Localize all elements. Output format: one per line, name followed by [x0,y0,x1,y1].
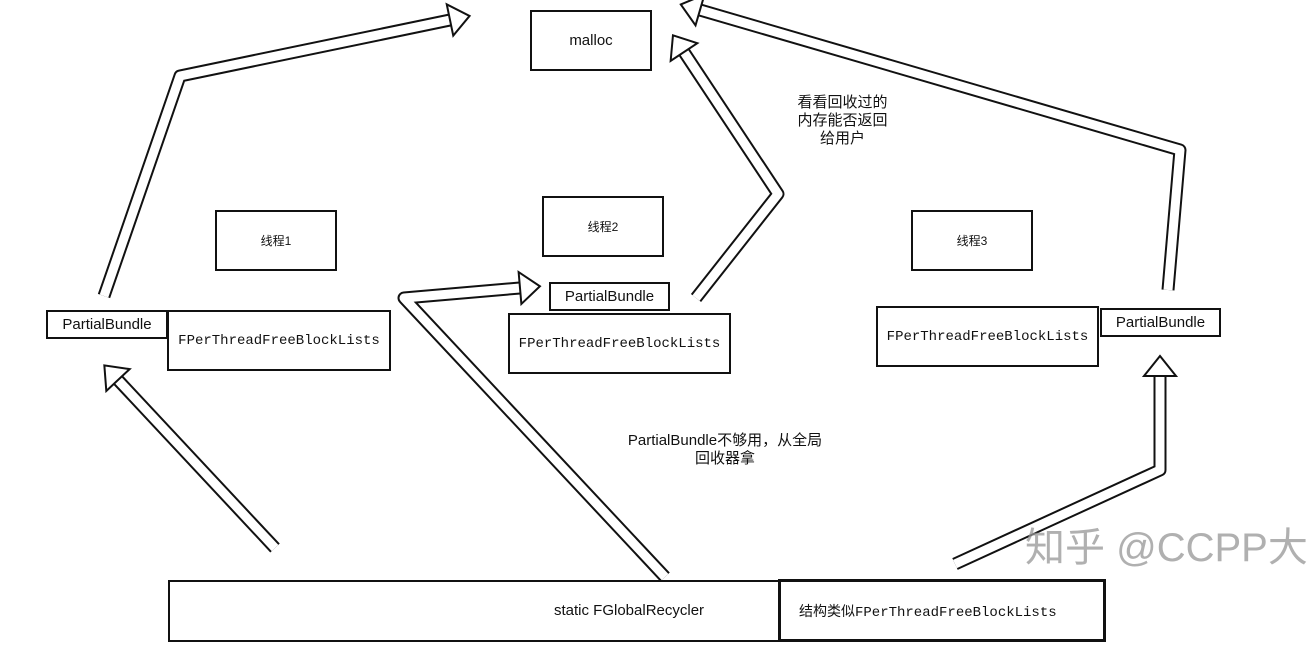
arrow-global-to-bundle1 [103,364,280,553]
arrow-bundle2-to-malloc [669,33,785,303]
partial-bundle-1: PartialBundle [46,310,168,339]
thread3-box: 线程3 [911,210,1033,271]
annotation-line: PartialBundle不够用，从全局 [627,432,823,449]
arrow-global-to-bundle2 [397,270,670,582]
annotation-line: 看看回收过的 [797,94,888,111]
arrowhead [517,270,542,307]
watermark: 知乎 @CCPP大仙 [1025,526,1309,570]
annotation-line: 给用户 [819,130,865,147]
arrowhead [103,364,132,394]
arrowhead [1141,354,1179,377]
global-structure-label: 结构类似FPerThreadFreeBlockLists [799,604,1057,621]
thread2-box: 线程2 [542,196,664,257]
partial-bundle-3: PartialBundle [1100,308,1221,337]
arrow-bundle1-to-malloc [97,2,472,299]
arrowhead [669,33,700,63]
global-recycler-label: static FGlobalRecycler [554,602,705,619]
free-lists-3: FPerThreadFreeBlockLists [876,306,1099,367]
free-lists-1: FPerThreadFreeBlockLists [167,310,391,371]
arrow-bundle3-to-malloc [679,0,1187,291]
annotation-return-to-user: 看看回收过的 内存能否返回 给用户 [770,94,915,148]
thread1-box: 线程1 [215,210,337,271]
malloc-box: malloc [530,10,652,71]
free-lists-2: FPerThreadFreeBlockLists [508,313,731,374]
arrowhead [445,2,472,38]
annotation-line: 回收器拿 [694,450,755,467]
arrow-global-to-bundle3 [952,354,1179,570]
annotation-line: 内存能否返回 [797,112,888,129]
global-structure-box: 结构类似FPerThreadFreeBlockLists [778,579,1106,642]
partial-bundle-2: PartialBundle [549,282,670,311]
annotation-fetch-from-global: PartialBundle不够用，从全局 回收器拿 [600,432,850,468]
arrowhead [679,0,704,28]
